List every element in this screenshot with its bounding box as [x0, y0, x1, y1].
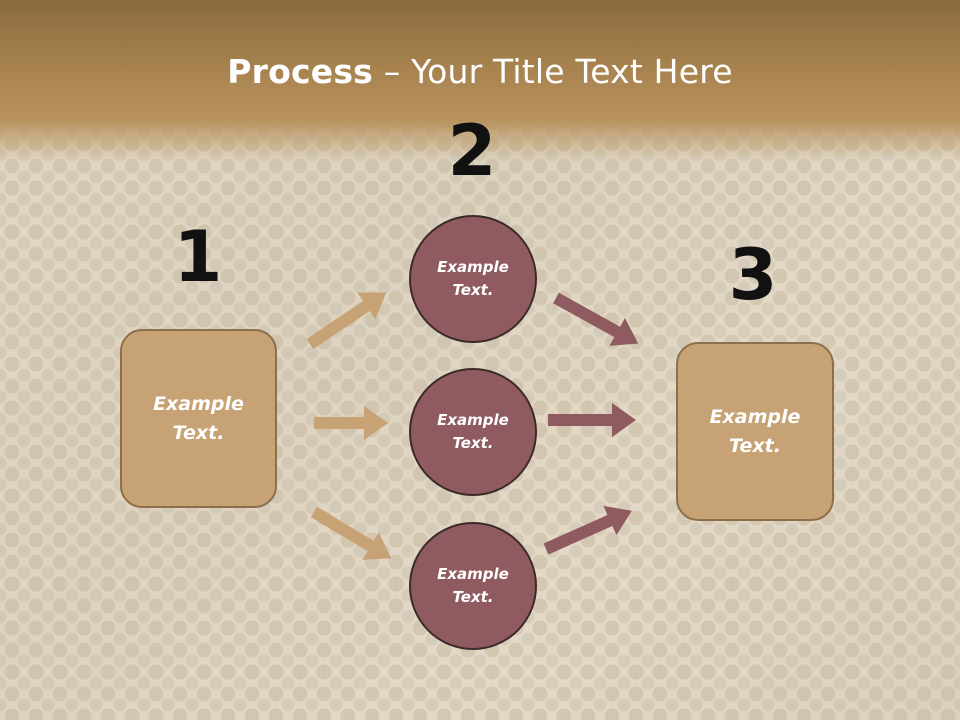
circle-middle-label: Example Text. — [437, 411, 509, 452]
slide-title: Process – Your Title Text Here — [0, 52, 960, 91]
left-process-box: Example Text. — [120, 329, 277, 508]
arrow-to-top-circle — [306, 292, 387, 349]
circle-bottom-label: Example Text. — [437, 565, 509, 606]
arrow-from-top-circle — [553, 292, 639, 346]
step-number-1: 1 — [173, 216, 223, 298]
arrow-to-middle-circle — [314, 406, 388, 440]
title-rest: – Your Title Text Here — [373, 52, 733, 91]
arrow-to-bottom-circle — [310, 506, 392, 560]
arrow-from-middle-circle — [548, 403, 636, 437]
circle-top: Example Text. — [409, 215, 537, 343]
step-number-2: 2 — [447, 110, 497, 192]
right-arrows — [543, 292, 639, 555]
right-process-box: Example Text. — [676, 342, 834, 521]
circle-middle: Example Text. — [409, 368, 537, 496]
title-strong: Process — [227, 52, 374, 91]
left-arrows — [306, 292, 392, 560]
title-band — [0, 0, 960, 160]
arrow-from-bottom-circle — [543, 505, 632, 555]
right-box-label: Example Text. — [709, 405, 801, 457]
left-box-label: Example Text. — [153, 392, 244, 444]
step-number-3: 3 — [728, 234, 778, 316]
circle-bottom: Example Text. — [409, 522, 537, 650]
circle-top-label: Example Text. — [437, 258, 509, 299]
